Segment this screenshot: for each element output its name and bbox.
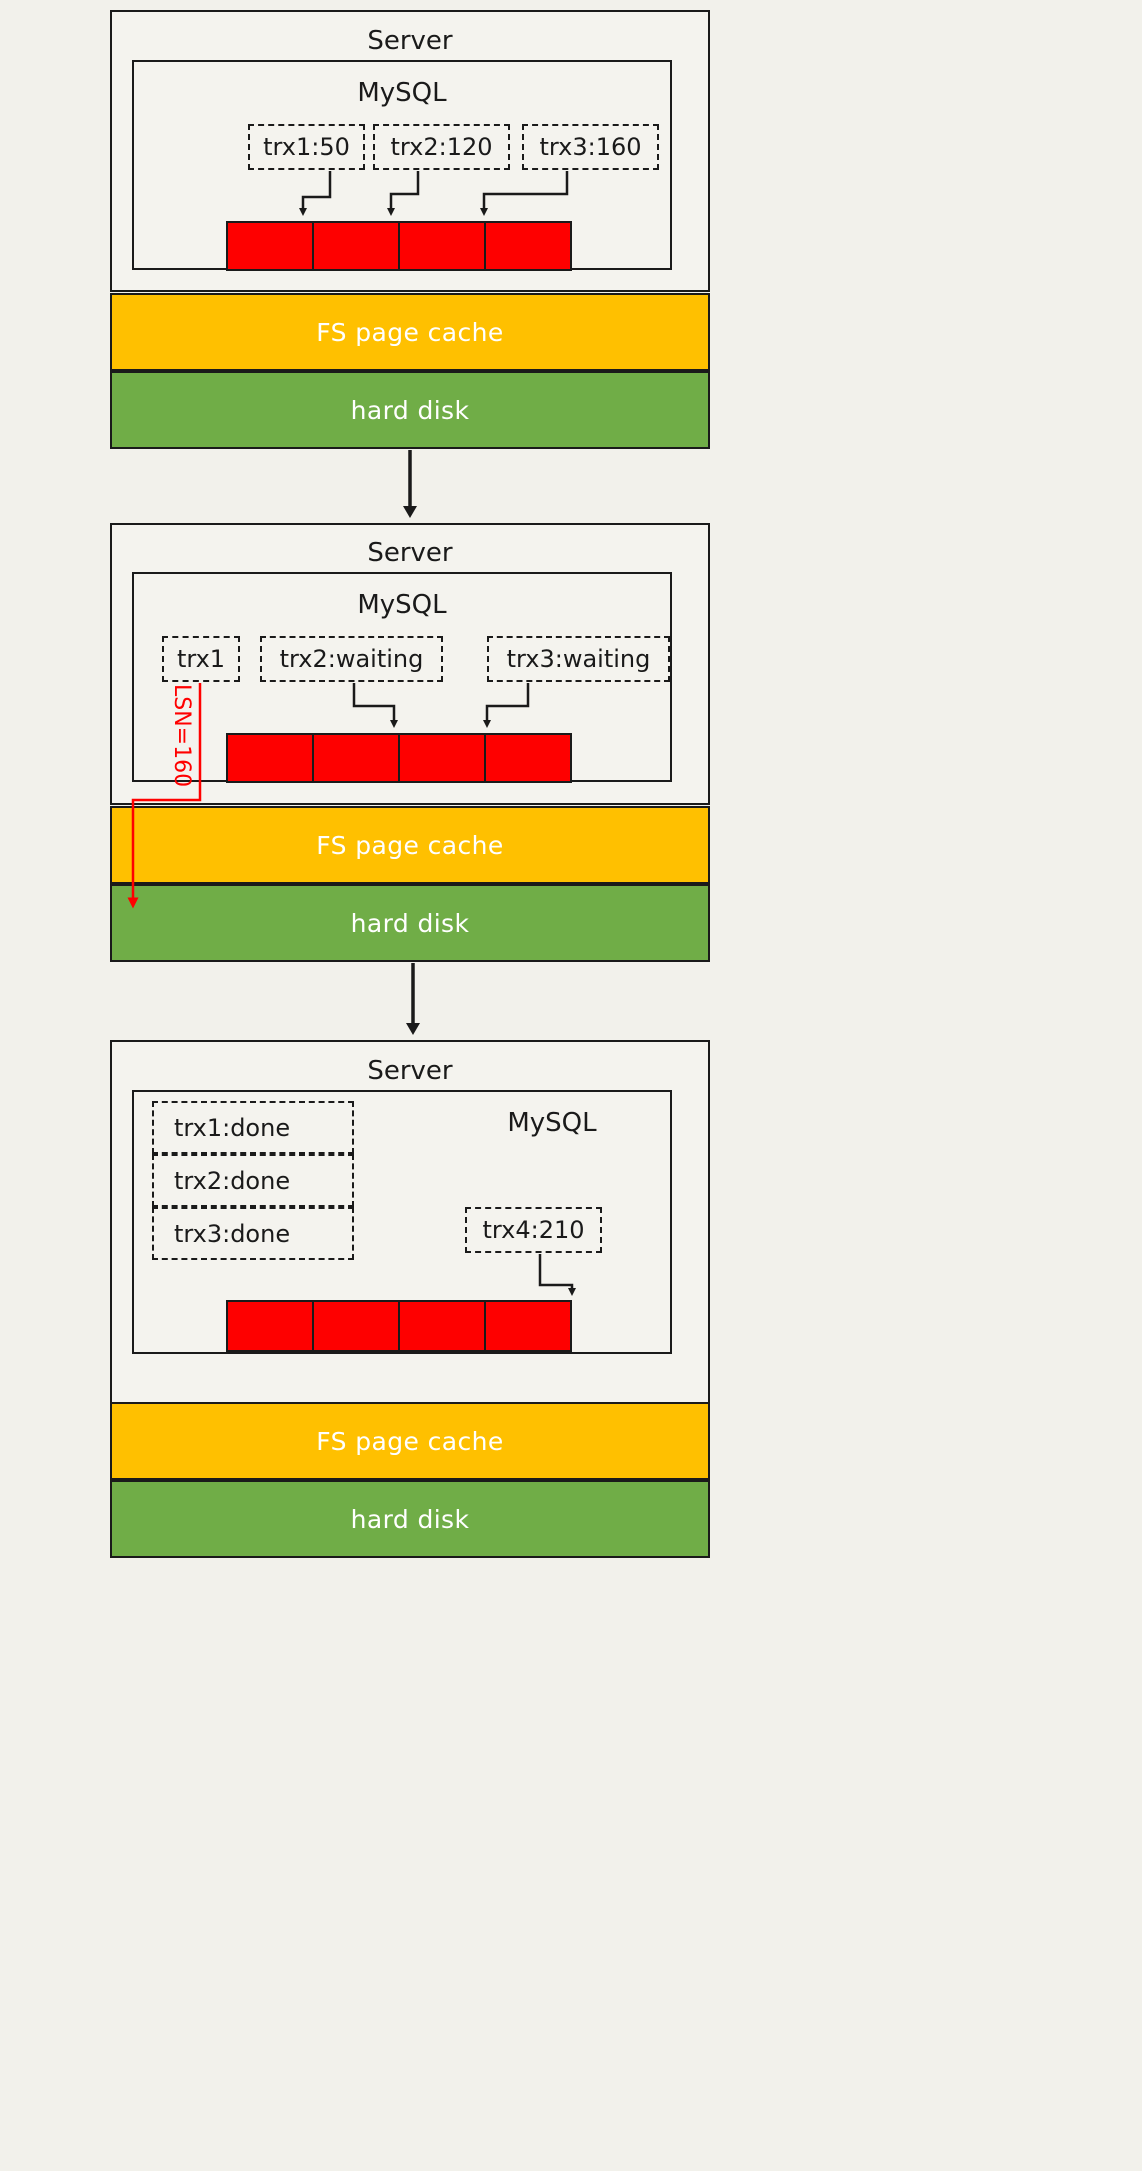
stage-3-mysql-label: MySQL xyxy=(507,1108,597,1138)
stage-3-hard-disk-band: hard disk xyxy=(110,1480,710,1558)
stage-3-trx-1-done: trx1:done xyxy=(152,1101,354,1154)
redo-log-cell xyxy=(400,735,486,781)
stage-3-trx-3-done: trx3:done xyxy=(152,1207,354,1260)
stage-2-fs-page-cache-band: FS page cache xyxy=(110,806,710,884)
stage-1-server-label: Server xyxy=(367,26,453,56)
stage-2-trx-3: trx3:waiting xyxy=(487,636,670,682)
stage-3-hard-disk-label: hard disk xyxy=(350,1504,470,1534)
stage-1-trx-1: trx1:50 xyxy=(248,124,365,170)
stage-3-fs-page-cache-label: FS page cache xyxy=(316,1426,504,1456)
stage-2-hard-disk-label: hard disk xyxy=(350,908,470,938)
stage-2-trx-1: trx1 xyxy=(162,636,240,682)
stage-1-fs-page-cache-band: FS page cache xyxy=(110,293,710,371)
stage-1-mysql-label: MySQL xyxy=(357,78,447,108)
stage-2-trx-2: trx2:waiting xyxy=(260,636,443,682)
redo-log-cell xyxy=(486,735,570,781)
redo-log-cell xyxy=(314,735,400,781)
redo-log-cell xyxy=(314,223,400,269)
stage-3-redo-log-bar xyxy=(226,1300,572,1352)
stage-1-hard-disk-label: hard disk xyxy=(350,395,470,425)
stage-2-lsn-annotation: LSN=160 xyxy=(169,684,194,788)
redo-log-cell xyxy=(228,735,314,781)
stage-3-trx-4: trx4:210 xyxy=(465,1207,602,1253)
stage-3-server-label: Server xyxy=(367,1056,453,1086)
redo-log-cell xyxy=(228,223,314,269)
redo-log-cell xyxy=(400,223,486,269)
stage-1-hard-disk-band: hard disk xyxy=(110,371,710,449)
stage-1-redo-log-bar xyxy=(226,221,572,271)
stage-1-trx-3: trx3:160 xyxy=(522,124,659,170)
stage-1-fs-page-cache-label: FS page cache xyxy=(316,317,504,347)
stage-2-mysql-label: MySQL xyxy=(357,590,447,620)
stage-2-hard-disk-band: hard disk xyxy=(110,884,710,962)
stage-1-trx-2: trx2:120 xyxy=(373,124,510,170)
redo-log-cell xyxy=(486,1302,570,1350)
redo-log-cell xyxy=(314,1302,400,1350)
stage-2-redo-log-bar xyxy=(226,733,572,783)
redo-log-cell xyxy=(228,1302,314,1350)
stage-3-trx-2-done: trx2:done xyxy=(152,1154,354,1207)
stage-2-server-label: Server xyxy=(367,538,453,568)
stage-2-fs-page-cache-label: FS page cache xyxy=(316,830,504,860)
redo-log-cell xyxy=(486,223,570,269)
redo-log-cell xyxy=(400,1302,486,1350)
stage-3-fs-page-cache-band: FS page cache xyxy=(110,1402,710,1480)
